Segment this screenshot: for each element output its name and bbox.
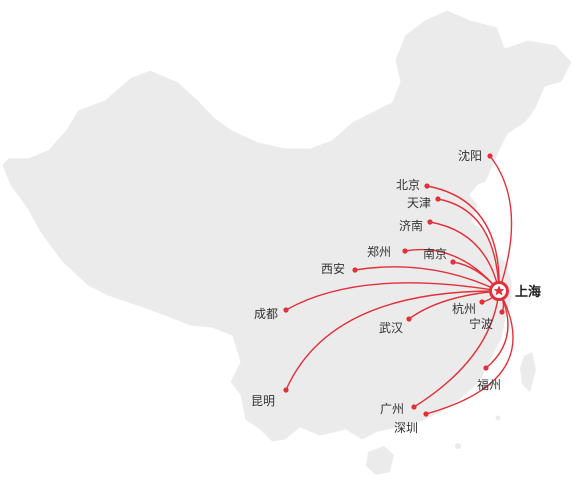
city-label-wuhan: 武汉 — [379, 321, 403, 335]
city-label-shenyang: 沈阳 — [458, 148, 482, 163]
city-label-guangzhou: 广州 — [380, 402, 404, 416]
city-dot-shenzhen — [423, 411, 429, 417]
city-dot-nanjing — [450, 259, 456, 265]
hainan-island-shape — [366, 446, 394, 475]
city-label-ningbo: 宁波 — [469, 316, 493, 331]
coastal-island-shape — [455, 443, 461, 449]
city-label-shenzhen: 深圳 — [394, 421, 418, 435]
city-dot-hangzhou — [479, 299, 485, 305]
city-dot-guangzhou — [411, 404, 417, 410]
city-label-nanjing: 南京 — [423, 246, 447, 261]
city-dot-zhengzhou — [402, 248, 408, 254]
city-dot-jinan — [427, 219, 433, 225]
route-line-beijing — [426, 185, 500, 292]
city-label-tianjin: 天津 — [407, 196, 431, 210]
route-line-kunming — [285, 290, 500, 391]
city-dot-kunming — [283, 387, 289, 393]
city-dots — [283, 153, 505, 417]
route-line-guangzhou — [413, 290, 500, 408]
city-label-chengdu: 成都 — [254, 307, 278, 321]
city-dot-xian — [352, 267, 358, 273]
city-dot-shenyang — [487, 153, 493, 159]
city-dot-ningbo — [499, 309, 505, 315]
city-label-hangzhou: 杭州 — [452, 301, 476, 316]
city-dot-beijing — [424, 183, 430, 189]
city-dot-chengdu — [283, 307, 289, 313]
city-label-fuzhou: 福州 — [477, 377, 501, 392]
city-label-beijing: 北京 — [396, 178, 420, 192]
city-label-xian: 西安 — [321, 261, 345, 276]
route-line-shenyang — [489, 155, 513, 292]
coastal-island-shape — [495, 415, 501, 421]
city-label-zhengzhou: 郑州 — [367, 244, 391, 259]
china-landmass — [1, 9, 573, 475]
route-line-chengdu — [285, 282, 500, 311]
mainland-shape — [1, 9, 573, 443]
city-label-jinan: 济南 — [399, 218, 423, 233]
taiwan-island-shape — [520, 352, 536, 392]
route-line-wuhan — [408, 290, 500, 320]
hub-marker: 上海 — [489, 281, 541, 301]
star-icon — [493, 285, 505, 296]
route-line-shenzhen — [425, 290, 514, 415]
city-dot-wuhan — [406, 316, 412, 322]
route-line-xian — [354, 266, 500, 292]
route-line-tianjin — [437, 198, 500, 292]
city-dot-fuzhou — [483, 365, 489, 371]
city-label-kunming: 昆明 — [251, 394, 275, 408]
hub-label: 上海 — [515, 284, 541, 300]
city-dot-tianjin — [435, 196, 441, 202]
route-line-jinan — [429, 221, 500, 292]
